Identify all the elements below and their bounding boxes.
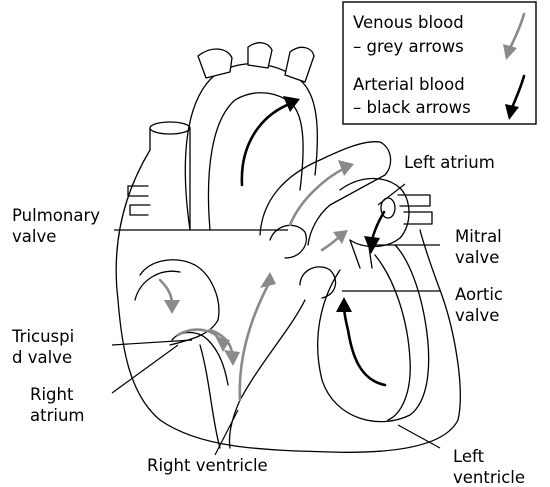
arterial-arrows [242, 96, 385, 385]
grey-arrow-up-ventricle [240, 285, 268, 400]
label-left-ventricle-line2: ventricle [453, 468, 525, 487]
leader-right-ventricle [215, 410, 238, 455]
label-right-atrium-line1: Right [30, 385, 74, 404]
grey-arrow-pulmonary [290, 168, 345, 225]
aortic-branch-3 [285, 47, 314, 82]
labels: Left atrium Pulmonary valve Mitral valve… [11, 153, 525, 487]
label-aortic-valve-line2: valve [455, 306, 499, 325]
legend: Venous blood – grey arrows Arterial bloo… [343, 2, 536, 124]
left-pulmonary-stubs [128, 186, 150, 215]
vena-cava-opening [150, 122, 190, 134]
black-arrow-mitral [372, 212, 384, 240]
grey-arrow-head [224, 350, 240, 366]
black-arrow-left-ventricle [344, 305, 385, 385]
grey-arrow-head [164, 300, 180, 314]
legend-venous-line2: – grey arrows [353, 37, 464, 56]
leader-right-atrium [112, 345, 178, 393]
left-ventricle-wall [318, 245, 429, 422]
aortic-branch-1 [198, 49, 232, 78]
label-pulmonary-valve-line2: valve [12, 227, 56, 246]
label-aortic-valve-line1: Aortic [455, 285, 503, 304]
aortic-valve-bulge [300, 267, 336, 298]
label-left-ventricle-line1: Left [453, 447, 485, 466]
grey-arrow-head [260, 272, 276, 288]
left-ventricle-inner [375, 255, 410, 420]
label-right-atrium-line2: atrium [30, 406, 84, 425]
label-pulmonary-valve-line1: Pulmonary [12, 206, 100, 225]
legend-venous-line1: Venous blood [353, 13, 464, 32]
aortic-branch-2 [248, 43, 272, 68]
black-arrow-head [283, 96, 300, 112]
label-right-ventricle: Right ventricle [147, 456, 268, 475]
right-atrium-inner [135, 271, 180, 300]
venous-arrows [160, 160, 354, 400]
black-arrow-aorta [242, 103, 292, 185]
grey-arrow-small [322, 236, 340, 250]
aortic-arch [185, 64, 317, 230]
label-tricuspid-valve-line1: Tricuspi [11, 327, 74, 346]
vena-cava [150, 128, 190, 230]
leader-lines [112, 184, 440, 455]
label-tricuspid-valve-line2: d valve [12, 348, 72, 367]
right-pulmonary-veins [398, 195, 432, 224]
label-mitral-valve-line2: valve [455, 248, 499, 267]
legend-arterial-line1: Arterial blood [353, 75, 465, 94]
right-ventricle-inner [200, 345, 220, 448]
label-left-atrium: Left atrium [404, 153, 495, 172]
label-mitral-valve-line1: Mitral [455, 227, 502, 246]
leader-left-ventricle [398, 425, 440, 448]
legend-arterial-line2: – black arrows [353, 98, 471, 117]
aorta-inner [208, 93, 303, 230]
grey-arrow-head [338, 160, 354, 176]
black-arrow-head [336, 297, 352, 312]
